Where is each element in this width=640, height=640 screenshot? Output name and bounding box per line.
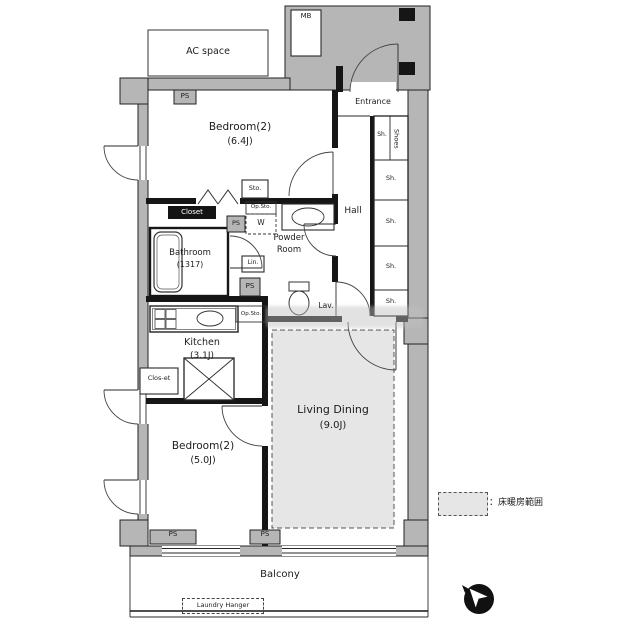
stove-burner [154,309,166,319]
balcony-label: Balcony [260,569,300,580]
shelf-label-4: Sh. [385,262,397,270]
entrance-label: Entrance [355,97,391,106]
open-storage-label-1: Op.Sto. [250,204,272,210]
powder-room-label-2: Room [276,245,302,255]
ps-label-closet: PS [231,219,241,227]
shelf-label-3: Sh. [385,217,397,225]
powder-room-label-1: Powder [273,233,305,243]
pipe-spaces [149,89,281,545]
kitchen-name: Kitchen [184,337,220,348]
linen-label: Lin. [247,259,259,266]
shoes-cabinet-label: Shoes [392,129,401,149]
ac-space-area [147,29,269,77]
shelf-label-1: Sh. [377,131,387,138]
shelf-label-5: Sh. [385,297,397,305]
door-arcs [221,43,399,447]
living-dining-name: Living Dining [297,403,369,416]
kitchen-size: (3.1J) [190,351,214,361]
interior-walls [146,90,408,546]
hall-label: Hall [344,206,362,216]
washer-label: W [257,218,265,227]
floor-heating-swatch [438,492,488,516]
ps-label-bottom-mid: PS [260,530,270,538]
ac-space-label: AC space [186,46,230,57]
balcony-windows [162,546,396,556]
meter-box [290,9,322,57]
laundry-hanger-label: Laundry Hanger [182,598,264,614]
open-storage-box [235,305,267,323]
entrance-opening [350,82,396,92]
ps-label-lav: PS [245,282,255,290]
shelf-column [373,115,409,317]
bedroom2-name: Bedroom(2) [171,440,235,452]
structural-walls [119,5,431,557]
storage-box [241,179,269,199]
stove-burner [165,319,177,329]
floor-heating-legend-text: ：床暖房範囲 [489,498,544,508]
compass-icon [462,584,494,614]
bedroom2-size: (5.0J) [190,455,216,466]
entrance-door-frame [336,66,343,92]
open-storage-label-2: Op.Sto. [240,311,262,317]
bathroom-size: (1317) [176,260,204,269]
vanity-sink [281,203,335,231]
small-closet [139,367,179,395]
floor-heating-area [271,329,395,529]
bedroom1-size: (6.4J) [227,136,253,147]
folding-door-marks [197,189,239,205]
washer-space [245,201,277,235]
storage-label: Sto. [248,184,262,192]
stove-burner [165,309,177,319]
lavatory-label: Lav. [318,301,334,310]
toilet [288,281,310,316]
stove-burner [154,319,166,329]
balcony-rail [129,556,429,618]
duct-box [399,8,415,21]
kitchen-sink [196,310,224,327]
shelf-label-2: Sh. [385,174,397,182]
bathtub [153,231,183,293]
bedroom1-name: Bedroom(2) [208,121,272,133]
bathroom-unit [148,226,230,298]
ps-label-top: PS [180,92,190,100]
duct-box [399,62,415,75]
watermark [266,306,424,328]
kitchen-counter [149,305,239,333]
shaft-x-box [183,357,235,401]
ps-label-bottom-left: PS [168,530,178,538]
bathroom-name: Bathroom [169,248,211,258]
small-closet-label: Clos-et [147,374,171,382]
meter-box-label: MB [300,12,312,20]
closet-label: Closet [168,206,216,219]
living-dining-size: (9.0J) [319,420,347,431]
